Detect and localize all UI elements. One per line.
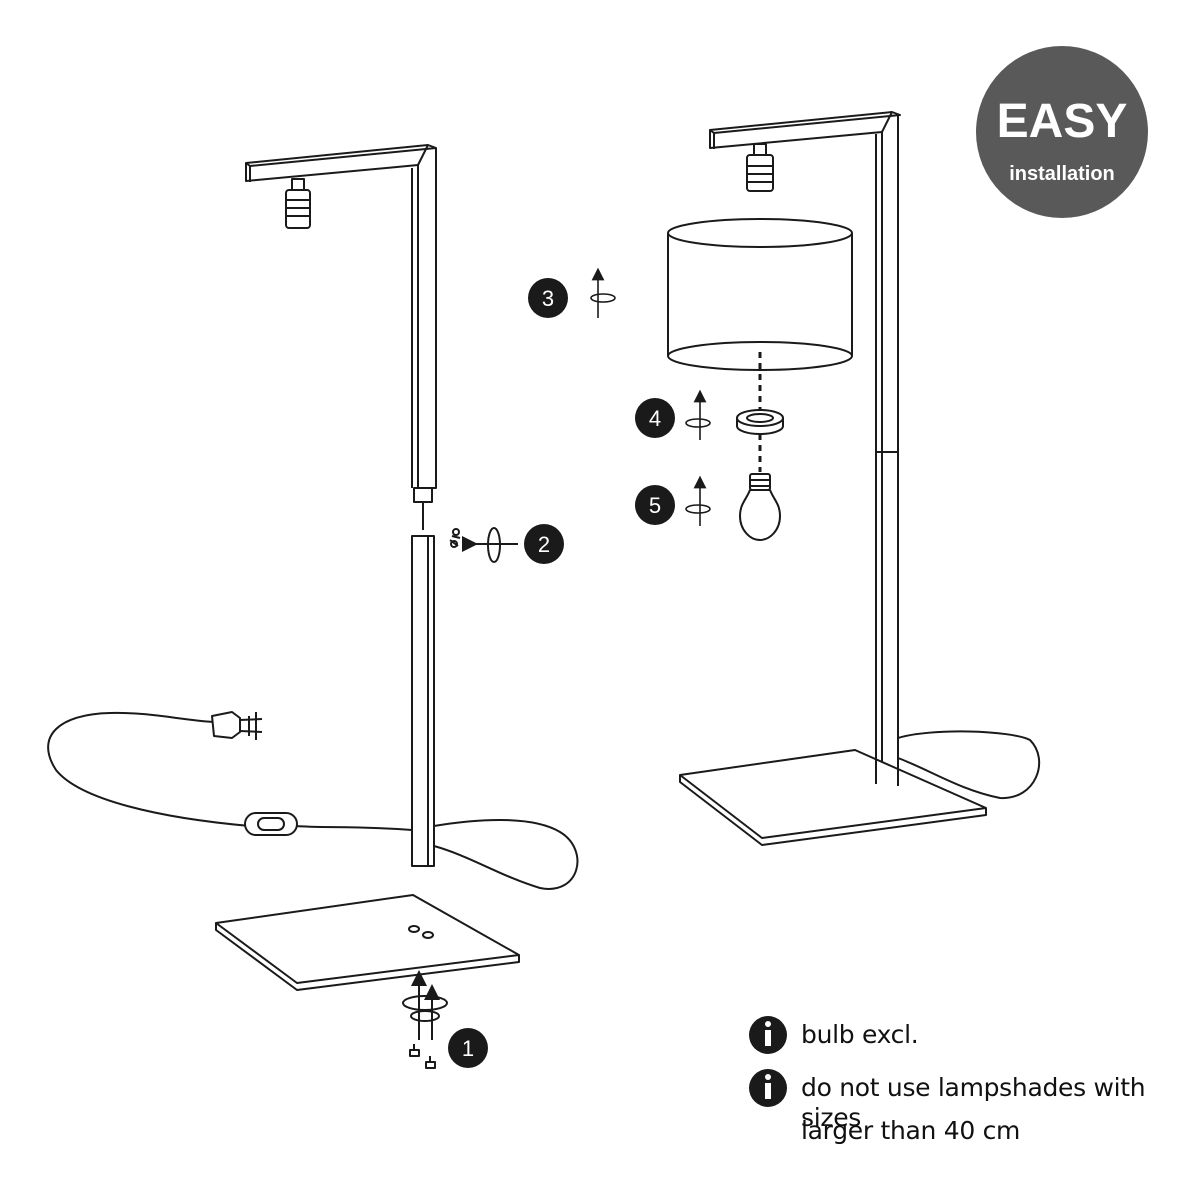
step-1-callout: 1 bbox=[448, 1028, 488, 1068]
right-lamp-socket bbox=[746, 143, 774, 192]
left-lamp-lower-pole bbox=[411, 535, 435, 867]
badge-subtitle: installation bbox=[1009, 163, 1115, 185]
cable-switch bbox=[244, 812, 298, 836]
info-icon bbox=[749, 1016, 787, 1054]
step-1-screws bbox=[402, 970, 448, 1069]
left-lamp-arm bbox=[245, 144, 437, 182]
left-lamp-base bbox=[215, 894, 520, 991]
step-3-callout: 3 bbox=[528, 267, 616, 318]
step-2-number: 2 bbox=[538, 532, 550, 557]
right-lamp-pole bbox=[875, 115, 899, 787]
rotate-icon bbox=[590, 267, 616, 318]
note-bulb-excluded: bulb excl. bbox=[801, 1020, 919, 1049]
note-lampshade-size: do not use lampshades with sizes bbox=[801, 1073, 1146, 1132]
step-2-screws bbox=[449, 527, 518, 563]
info-icon bbox=[749, 1069, 787, 1107]
badge-title: EASY bbox=[997, 95, 1128, 148]
step-4-callout: 4 bbox=[635, 389, 711, 440]
plug-icon bbox=[211, 711, 263, 740]
rotate-icon bbox=[685, 389, 711, 440]
right-lamp-base bbox=[679, 749, 987, 846]
rotate-icon bbox=[685, 475, 711, 526]
left-lamp-cable bbox=[47, 711, 579, 890]
shade-ring bbox=[736, 409, 784, 435]
left-lamp-socket bbox=[285, 178, 311, 229]
bulb-icon bbox=[739, 473, 781, 541]
step-5-number: 5 bbox=[649, 493, 661, 518]
step-3-number: 3 bbox=[542, 286, 554, 311]
left-lamp-upper-pole bbox=[411, 148, 437, 530]
right-lamp bbox=[667, 111, 1041, 846]
note-lampshade-size-cont: larger than 40 cm bbox=[801, 1116, 1021, 1145]
step-4-number: 4 bbox=[649, 406, 661, 431]
step-1-number: 1 bbox=[462, 1036, 474, 1061]
lampshade bbox=[667, 218, 853, 371]
left-lamp bbox=[47, 144, 579, 1069]
right-lamp-cable bbox=[897, 730, 1041, 800]
step-5-callout: 5 bbox=[635, 475, 711, 526]
step-2-callout: 2 bbox=[524, 524, 564, 564]
right-lamp-arm bbox=[709, 111, 901, 149]
easy-installation-badge: EASY installation bbox=[976, 46, 1148, 218]
